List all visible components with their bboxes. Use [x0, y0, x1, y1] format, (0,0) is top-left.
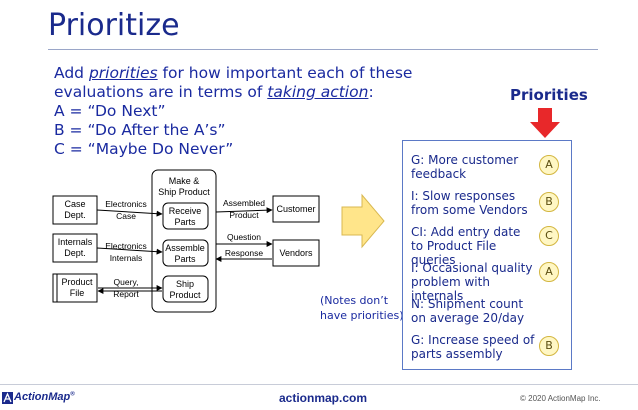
process-diagram: Make & Ship Product Receive Parts Assemb…	[52, 169, 385, 313]
priorities-heading: Priorities	[510, 86, 588, 104]
product-file-label-2: File	[70, 288, 85, 298]
receive-parts-process	[162, 202, 209, 230]
flow-electronics-internals-label-1: Electronics	[105, 241, 147, 251]
customer-entity	[272, 195, 320, 223]
title-divider	[48, 49, 598, 50]
right-arrow-icon	[341, 193, 385, 249]
intro-line-2: evaluations are in terms of taking actio…	[54, 83, 374, 101]
receive-parts-label-1: Receive	[169, 206, 202, 216]
flow-electronics-case-label-1: Electronics	[105, 199, 147, 209]
ship-product-label-2: Product	[169, 290, 201, 300]
down-arrow-icon	[530, 108, 560, 138]
vendors-label: Vendors	[279, 248, 313, 258]
priority-item-1: G: More customer feedback	[411, 153, 519, 181]
priority-item-2: I: Slow responses from some Vendors	[411, 189, 528, 217]
flow-query-label: Query,	[114, 277, 139, 287]
flow-electronics-internals	[96, 247, 163, 255]
assemble-parts-label-1: Assemble	[165, 243, 205, 253]
flow-electronics-internals-label-2: Internals	[110, 253, 143, 263]
product-file-store	[52, 273, 98, 303]
notes-caption: (Notes don’t have priorities)	[320, 293, 404, 323]
page-title: Prioritize	[48, 8, 180, 43]
actionmap-logo-icon	[2, 392, 13, 404]
make-ship-label-1: Make &	[169, 176, 200, 186]
priority-badge-4: A	[539, 262, 559, 282]
case-dept-label-1: Case	[64, 199, 85, 209]
make-ship-label-2: Ship Product	[158, 187, 210, 197]
priority-badge-3: C	[539, 226, 559, 246]
case-dept-label-2: Dept.	[64, 210, 86, 220]
priority-badge-1: A	[539, 155, 559, 175]
assemble-parts-process	[162, 239, 209, 267]
intro-text: Add priorities for how important each of…	[54, 64, 412, 159]
intro-line-b: B = “Do After the A’s”	[54, 121, 226, 139]
priority-item-3: CI: Add entry date to Product File queri…	[411, 225, 521, 267]
internals-dept-entity	[52, 233, 98, 263]
intro-line-1: Add priorities for how important each of…	[54, 64, 413, 82]
footer-logo: ActionMap®	[14, 391, 75, 403]
assemble-parts-label-2: Parts	[174, 254, 196, 264]
flow-report-label: Report	[113, 289, 139, 299]
intro-line-c: C = “Maybe Do Never”	[54, 140, 234, 158]
ship-product-process	[162, 275, 209, 303]
flow-response-label: Response	[225, 248, 264, 258]
notes-line-1: (Notes don’t	[320, 294, 389, 307]
priority-item-5: N: Shipment count on average 20/day	[411, 297, 525, 325]
footer-site: actionmap.com	[279, 391, 368, 405]
flow-assembled-product	[215, 207, 273, 214]
priorities-emphasis: priorities	[88, 64, 158, 82]
receive-parts-label-2: Parts	[174, 217, 196, 227]
vendors-entity	[272, 239, 320, 267]
notes-line-2: have priorities)	[320, 309, 404, 322]
priority-item-4: I: Occasional quality problem with inter…	[411, 261, 533, 303]
customer-label: Customer	[276, 204, 315, 214]
internals-dept-label-2: Dept.	[64, 248, 86, 258]
footer-copyright: © 2020 ActionMap Inc.	[520, 394, 601, 403]
priority-item-6: G: Increase speed of parts assembly	[411, 333, 535, 361]
flow-assembled-product-label-1: Assembled	[223, 198, 265, 208]
flow-question-label: Question	[227, 232, 261, 242]
priority-badge-2: B	[539, 192, 559, 212]
internals-dept-label-1: Internals	[58, 237, 93, 247]
flow-electronics-case-label-2: Case	[116, 211, 136, 221]
taking-action-emphasis: taking action	[267, 83, 369, 101]
priority-badge-6: B	[539, 336, 559, 356]
flow-assembled-product-label-2: Product	[229, 210, 259, 220]
intro-line-a: A = “Do Next”	[54, 102, 166, 120]
footer-divider	[0, 384, 638, 385]
product-file-label-1: Product	[61, 277, 93, 287]
priorities-panel: G: More customer feedback A I: Slow resp…	[402, 140, 572, 370]
flow-electronics-case	[96, 209, 163, 217]
ship-product-label-1: Ship	[176, 279, 194, 289]
